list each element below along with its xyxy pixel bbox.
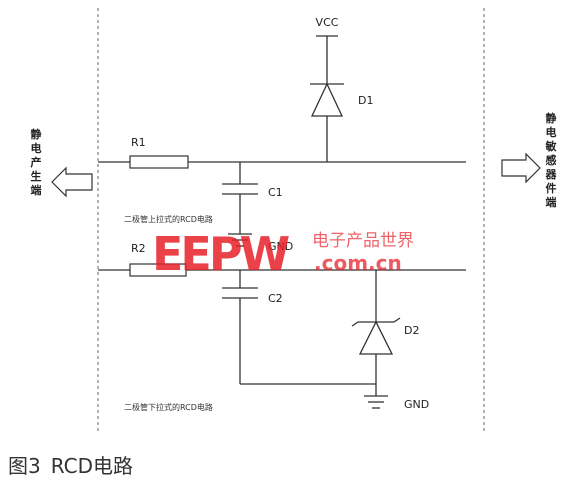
right-side-label: 静 电 敏 感 器 件 端 — [545, 111, 558, 209]
r2-label: R2 — [131, 242, 146, 255]
figure-number: 图3 — [8, 454, 41, 478]
gnd-mid-symbol — [228, 233, 252, 247]
pullup-note: 二极管上拉式的RCD电路 — [124, 214, 213, 224]
figure-title: RCD电路 — [50, 454, 133, 478]
right-label-char: 静 — [546, 111, 557, 125]
r1-label: R1 — [131, 136, 146, 149]
left-side-label: 静 电 产 生 端 — [31, 127, 42, 197]
r1-resistor — [129, 155, 189, 169]
pulldown-note: 二极管下拉式的RCD电路 — [124, 402, 213, 412]
watermark-url: .com.cn — [314, 251, 402, 275]
c2-capacitor — [222, 287, 258, 299]
c1-label: C1 — [268, 186, 283, 199]
eepw-watermark: EEPW 电子产品世界 .com.cn — [152, 227, 414, 281]
gnd-bottom-label: GND — [404, 398, 429, 411]
watermark-logo: EEPW — [152, 227, 290, 281]
c2-label: C2 — [268, 292, 283, 305]
d2-label: D2 — [404, 324, 419, 337]
right-label-char: 电 — [546, 125, 557, 139]
d2-diode — [351, 317, 401, 396]
sensitive-device-arrow — [501, 152, 541, 184]
left-label-char: 端 — [31, 183, 42, 197]
right-label-char: 端 — [546, 195, 557, 209]
left-label-char: 电 — [31, 141, 42, 155]
left-label-char: 产 — [31, 155, 42, 169]
figure-caption: 图3 RCD电路 — [8, 450, 143, 479]
right-label-char: 器 — [545, 168, 558, 181]
vcc-label: VCC — [316, 16, 339, 29]
c1-capacitor — [222, 183, 258, 195]
right-label-char: 感 — [546, 153, 557, 167]
d1-diode — [310, 80, 344, 162]
left-label-char: 静 — [31, 127, 42, 141]
right-label-char: 件 — [546, 181, 557, 195]
d1-label: D1 — [358, 94, 373, 107]
right-label-char: 敏 — [545, 139, 558, 153]
gnd-bottom-symbol — [364, 395, 388, 409]
esd-source-arrow — [51, 166, 93, 198]
gnd-mid-label: GND — [268, 240, 293, 253]
watermark-chinese: 电子产品世界 — [312, 231, 414, 251]
left-label-char: 生 — [31, 169, 42, 183]
